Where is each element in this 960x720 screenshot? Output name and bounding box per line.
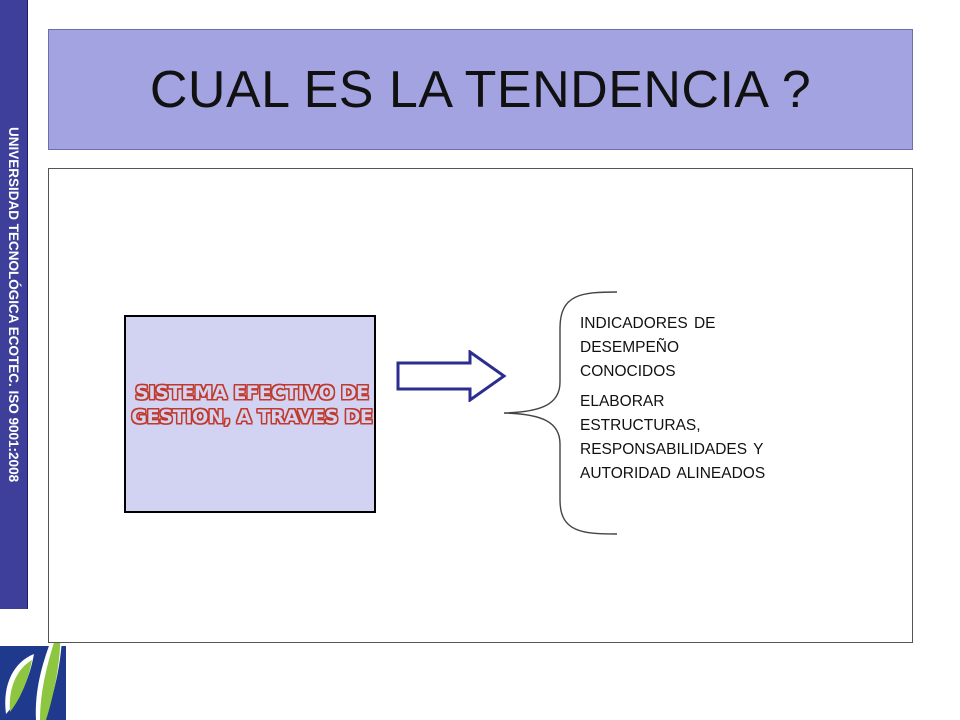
- list-item-line: INDICADORES DE: [580, 315, 716, 332]
- system-box: SISTEMA EFECTIVO DE GESTION, A TRAVES DE: [124, 315, 376, 513]
- list-item-line: ESTRUCTURAS,: [580, 417, 701, 434]
- list-item-line: AUTORIDAD ALINEADOS: [580, 465, 766, 482]
- list-item: ELABORAR ESTRUCTURAS, RESPONSABILIDADES …: [580, 390, 850, 486]
- left-curly-brace-icon: [503, 291, 618, 535]
- side-band: UNIVERSIDAD TECNOLÓGICA ECOTEC. ISO 9001…: [0, 0, 28, 609]
- list-item-line: CONOCIDOS: [580, 363, 676, 380]
- system-box-line-2: GESTION, A TRAVES DE: [131, 406, 373, 428]
- right-arrow-icon: [396, 350, 507, 402]
- list-item-line: DESEMPEÑO: [580, 339, 680, 356]
- system-box-text: SISTEMA EFECTIVO DE GESTION, A TRAVES DE: [126, 381, 378, 429]
- system-box-line-1: SISTEMA EFECTIVO DE: [135, 382, 369, 404]
- list-item-line: ELABORAR: [580, 393, 665, 410]
- list-item-line: RESPONSABILIDADES Y: [580, 441, 764, 458]
- title-box: CUAL ES LA TENDENCIA ?: [48, 29, 913, 150]
- list-item: INDICADORES DE DESEMPEÑO CONOCIDOS: [580, 312, 850, 384]
- page-title: CUAL ES LA TENDENCIA ?: [149, 60, 812, 119]
- trend-list: INDICADORES DE DESEMPEÑO CONOCIDOS ELABO…: [580, 312, 850, 492]
- university-label: UNIVERSIDAD TECNOLÓGICA ECOTEC. ISO 9001…: [6, 126, 21, 483]
